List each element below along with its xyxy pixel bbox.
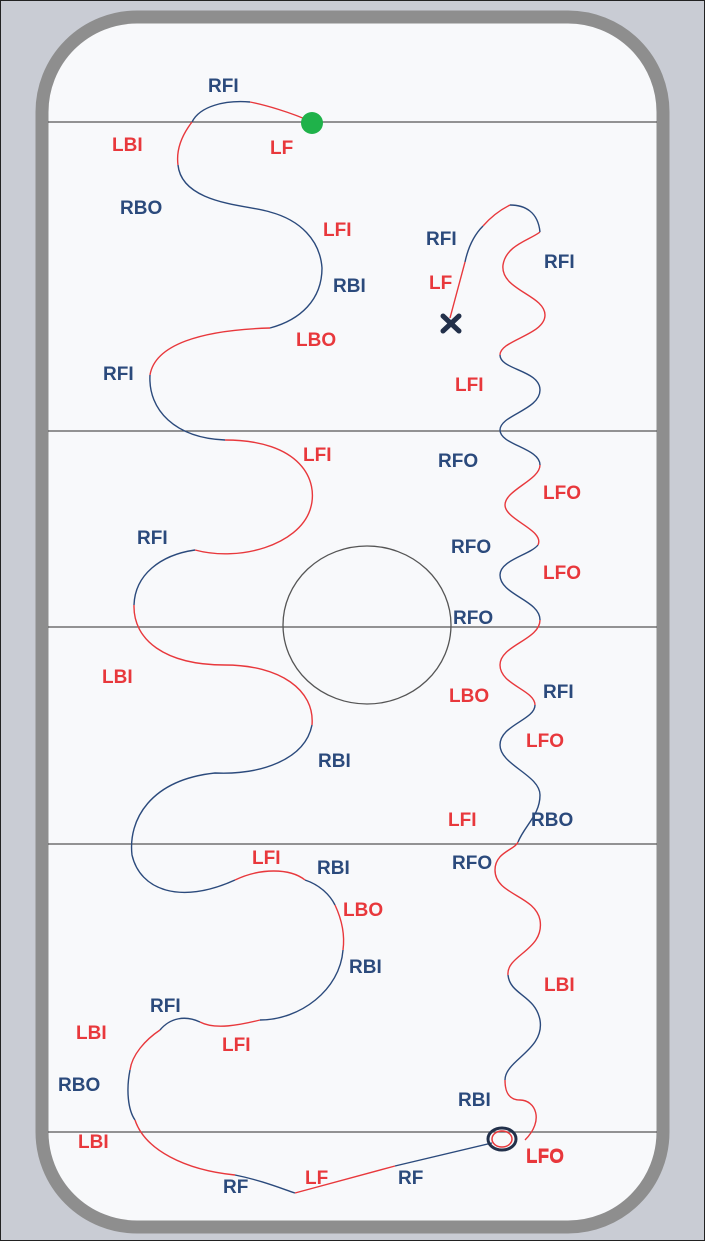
- edge-label: LBO: [296, 330, 336, 351]
- edge-label: LFI: [303, 445, 332, 466]
- edge-label: RFI: [543, 682, 574, 703]
- edge-label: RBI: [317, 858, 350, 879]
- trace-15: [259, 949, 344, 1021]
- edge-label: LBI: [76, 1023, 107, 1044]
- trace-23: [394, 1142, 493, 1167]
- edge-label: RBI: [349, 957, 382, 978]
- rink-outline: [35, 10, 670, 1234]
- trace-4: [177, 164, 323, 269]
- trace-17: [159, 1017, 201, 1031]
- edge-label: RFO: [453, 608, 493, 629]
- rink-lines: [48, 121, 657, 1133]
- edge-label: LFI: [455, 375, 484, 396]
- trace-33: [509, 204, 541, 233]
- edge-label: RFI: [544, 252, 575, 273]
- edge-label: LF: [305, 1168, 328, 1189]
- edge-label: LFO: [526, 1146, 564, 1167]
- end-x: [440, 313, 462, 334]
- edge-label: RBO: [120, 198, 162, 219]
- edge-label: LBI: [102, 667, 133, 688]
- edge-label: RFI: [208, 76, 239, 97]
- edge-labels: RFI LBI LF RBO LFI RBI LBO RFI LFI RFI LBI RBI LFI RB…: [58, 76, 581, 1198]
- edge-label: LBI: [112, 135, 143, 156]
- edge-label: LFO: [543, 483, 581, 504]
- edge-label: RFI: [150, 996, 181, 1017]
- edge-label: RBO: [531, 810, 573, 831]
- edge-label: LFI: [448, 810, 477, 831]
- edge-label: LFI: [222, 1035, 251, 1056]
- trace-28: [499, 619, 541, 706]
- edge-label: LFI: [323, 220, 352, 241]
- trace-2: [191, 100, 251, 123]
- edge-label: LBI: [78, 1132, 109, 1153]
- trace-36: [449, 261, 466, 319]
- turn-marker-circle: [486, 1126, 518, 1152]
- edge-label: RFO: [451, 537, 491, 558]
- trace-5: [269, 267, 323, 329]
- trace-11: [130, 724, 313, 894]
- edge-label: LFO: [526, 731, 564, 752]
- edge-label: RFI: [137, 528, 168, 549]
- trace-29: [499, 544, 541, 621]
- edge-label: RFO: [438, 451, 478, 472]
- trace-27: [499, 704, 541, 843]
- trace-24: [504, 1079, 537, 1141]
- edge-label: RFO: [452, 853, 492, 874]
- trace-21: [234, 1174, 296, 1194]
- edge-label: LBO: [343, 900, 383, 921]
- edge-label: RFI: [426, 229, 457, 250]
- trace-13: [304, 879, 336, 906]
- trace-31: [499, 354, 541, 466]
- start-dot: [301, 112, 323, 134]
- trace-32: [499, 231, 546, 356]
- edge-label: LFO: [543, 563, 581, 584]
- trace-3: [176, 121, 193, 166]
- edge-label: RBI: [333, 276, 366, 297]
- trace-12: [234, 870, 306, 881]
- edge-label: RF: [223, 1177, 248, 1198]
- trace-18: [129, 1029, 161, 1071]
- edge-label: RBI: [318, 751, 351, 772]
- trace-34: [482, 204, 511, 227]
- edge-label: LFO: [526, 1147, 564, 1168]
- edge-label: LF: [429, 273, 452, 294]
- trace-26: [494, 841, 541, 976]
- trace-30: [504, 464, 541, 546]
- edge-label: LFI: [252, 848, 281, 869]
- center-circle: [282, 545, 452, 705]
- trace-22: [294, 1165, 396, 1194]
- edge-label: RF: [398, 1168, 423, 1189]
- turn-marker-circle-inner: [491, 1130, 513, 1148]
- trace-14: [334, 904, 345, 951]
- trace-19: [127, 1069, 136, 1121]
- trace-35: [464, 225, 484, 263]
- right-pattern-path: [449, 204, 546, 1141]
- edge-label: LBO: [449, 686, 489, 707]
- trace-7: [149, 374, 226, 441]
- trace-10: [133, 604, 313, 726]
- trace-9: [133, 549, 196, 606]
- edge-label: LBI: [544, 975, 575, 996]
- edge-label: RBO: [58, 1075, 100, 1096]
- trace-8: [194, 439, 314, 555]
- edge-label: RFI: [103, 364, 134, 385]
- trace-20: [134, 1119, 236, 1176]
- trace-6: [149, 327, 271, 376]
- trace-25: [504, 974, 541, 1081]
- trace-16: [199, 1019, 261, 1027]
- edge-label: RBI: [458, 1090, 491, 1111]
- end-x-stroke-2: [440, 313, 462, 334]
- edge-label: LF: [270, 138, 293, 159]
